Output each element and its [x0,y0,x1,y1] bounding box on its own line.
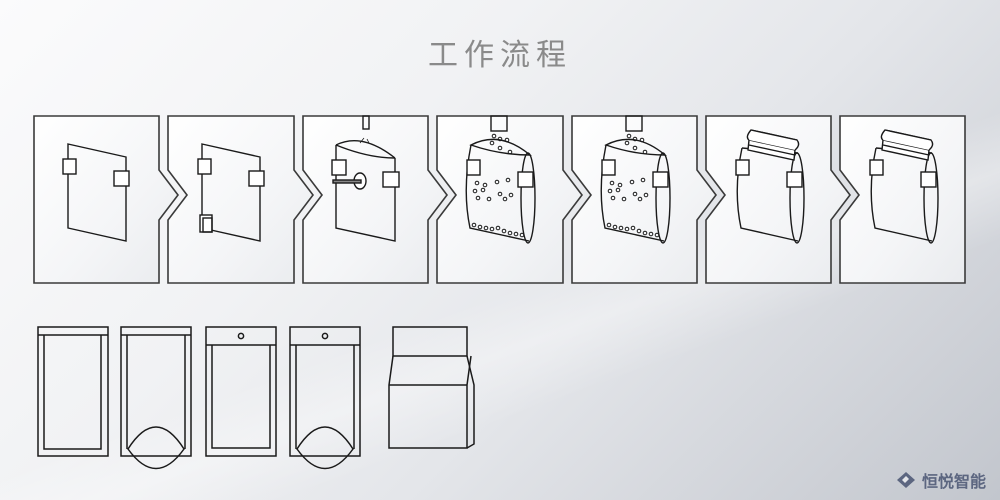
flat-bag-icon [37,326,109,457]
stand-up-bag-icon [120,326,192,470]
stand-up-bag-with-hole-icon [289,326,361,470]
brand: 恒悦智能 [896,468,986,492]
step-panel-2 [167,115,315,284]
step-panel-6 [705,115,852,284]
flat-bag-with-grippers-icon [62,143,130,242]
step-panel-1 [33,115,180,284]
bag-filling-second-icon [600,115,671,244]
gusset-box-bag-icon [388,326,475,449]
bag-open-nozzle-icon [331,115,400,242]
step-panel-3 [302,115,449,284]
flat-bag-with-hole-icon [205,326,277,457]
step-panel-4 [436,115,584,284]
brand-name: 恒悦智能 [921,472,986,491]
step-panel-5 [571,115,718,284]
bag-sealing-icon [735,129,805,244]
bag-bottom-grip-icon [197,143,265,242]
bag-filling-icon [465,115,536,244]
page-title: 工作流程 [428,38,572,73]
hengyue-logo-icon [896,472,915,488]
bag-sealed-icon [869,129,939,244]
